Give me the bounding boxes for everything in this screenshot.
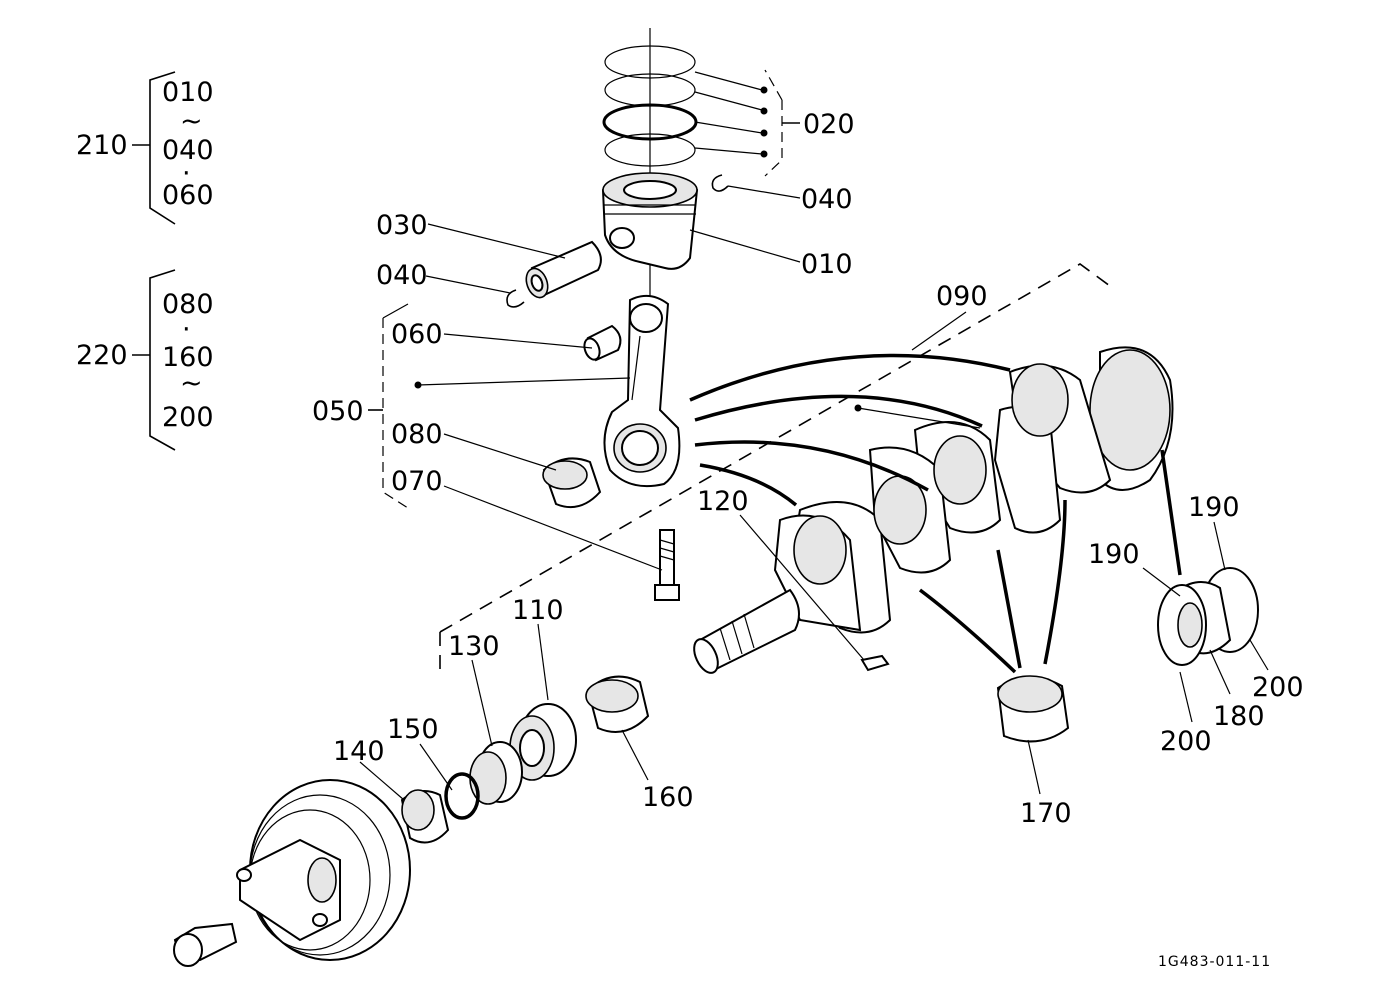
- callout-030: 030: [376, 210, 428, 241]
- callout-040-left: 040: [376, 260, 428, 291]
- crankshaft-collar: [400, 789, 450, 844]
- group-210-label: 210: [76, 130, 128, 161]
- group-210-sep-1: ~: [180, 106, 203, 137]
- group-220-item-2: 160: [162, 342, 214, 373]
- callout-140: 140: [333, 736, 385, 767]
- piston: [601, 172, 699, 270]
- o-ring: [444, 772, 480, 820]
- connecting-rod-bolt: [654, 529, 680, 601]
- group-210-sep-2: ·: [182, 158, 191, 189]
- drawing-reference: 1G483-011-11: [1158, 954, 1271, 970]
- main-bearing: [996, 675, 1070, 743]
- group-210-item-2: 040: [162, 135, 214, 166]
- key: [860, 654, 890, 672]
- assembly-boundary: [439, 263, 1111, 633]
- callout-080: 080: [391, 419, 443, 450]
- callout-050: 050: [312, 396, 364, 427]
- callout-110: 110: [512, 595, 564, 626]
- callout-180: 180: [1213, 701, 1265, 732]
- piston-pin: [525, 240, 602, 299]
- circlip-left: [506, 289, 525, 308]
- crankshaft: [693, 346, 1174, 674]
- callout-020: 020: [803, 109, 855, 140]
- crankshaft-pulley: [236, 779, 411, 961]
- callout-150: 150: [387, 714, 439, 745]
- callout-010: 010: [801, 249, 853, 280]
- group-220-item-3: 200: [162, 402, 214, 433]
- small-end-bush: [583, 324, 622, 362]
- group-220-sep-1: ·: [182, 314, 191, 345]
- callout-160: 160: [642, 782, 694, 813]
- group-220-item-1: 080: [162, 289, 214, 320]
- group-220: 220 080 · 160 ~ 200: [76, 269, 214, 451]
- callout-070: 070: [391, 466, 443, 497]
- big-end-bearing: [542, 457, 602, 508]
- leader-lines: [359, 71, 1269, 801]
- connecting-rod: [603, 294, 681, 488]
- group-210: 210 010 ~ 040 · 060: [76, 71, 214, 225]
- group-220-label: 220: [76, 340, 128, 371]
- callout-060: 060: [391, 319, 443, 350]
- callout-190-left: 190: [1088, 539, 1140, 570]
- callout-170: 170: [1020, 798, 1072, 829]
- front-bearing: [585, 675, 650, 733]
- callout-090: 090: [936, 281, 988, 312]
- callout-040-right: 040: [801, 184, 853, 215]
- thrust-bearing-assembly: [1157, 567, 1259, 666]
- callout-190-right: 190: [1188, 492, 1240, 523]
- callout-200-left: 200: [1160, 726, 1212, 757]
- group-220-sep-2: ~: [180, 368, 203, 399]
- group-210-item-3: 060: [162, 180, 214, 211]
- callout-120: 120: [697, 486, 749, 517]
- assembly-arrows: [689, 353, 1182, 674]
- callout-200-right: 200: [1252, 672, 1304, 703]
- pulley-bolt: [173, 922, 238, 967]
- circlip-right: [711, 174, 729, 192]
- group-210-item-1: 010: [162, 77, 214, 108]
- callout-130: 130: [448, 631, 500, 662]
